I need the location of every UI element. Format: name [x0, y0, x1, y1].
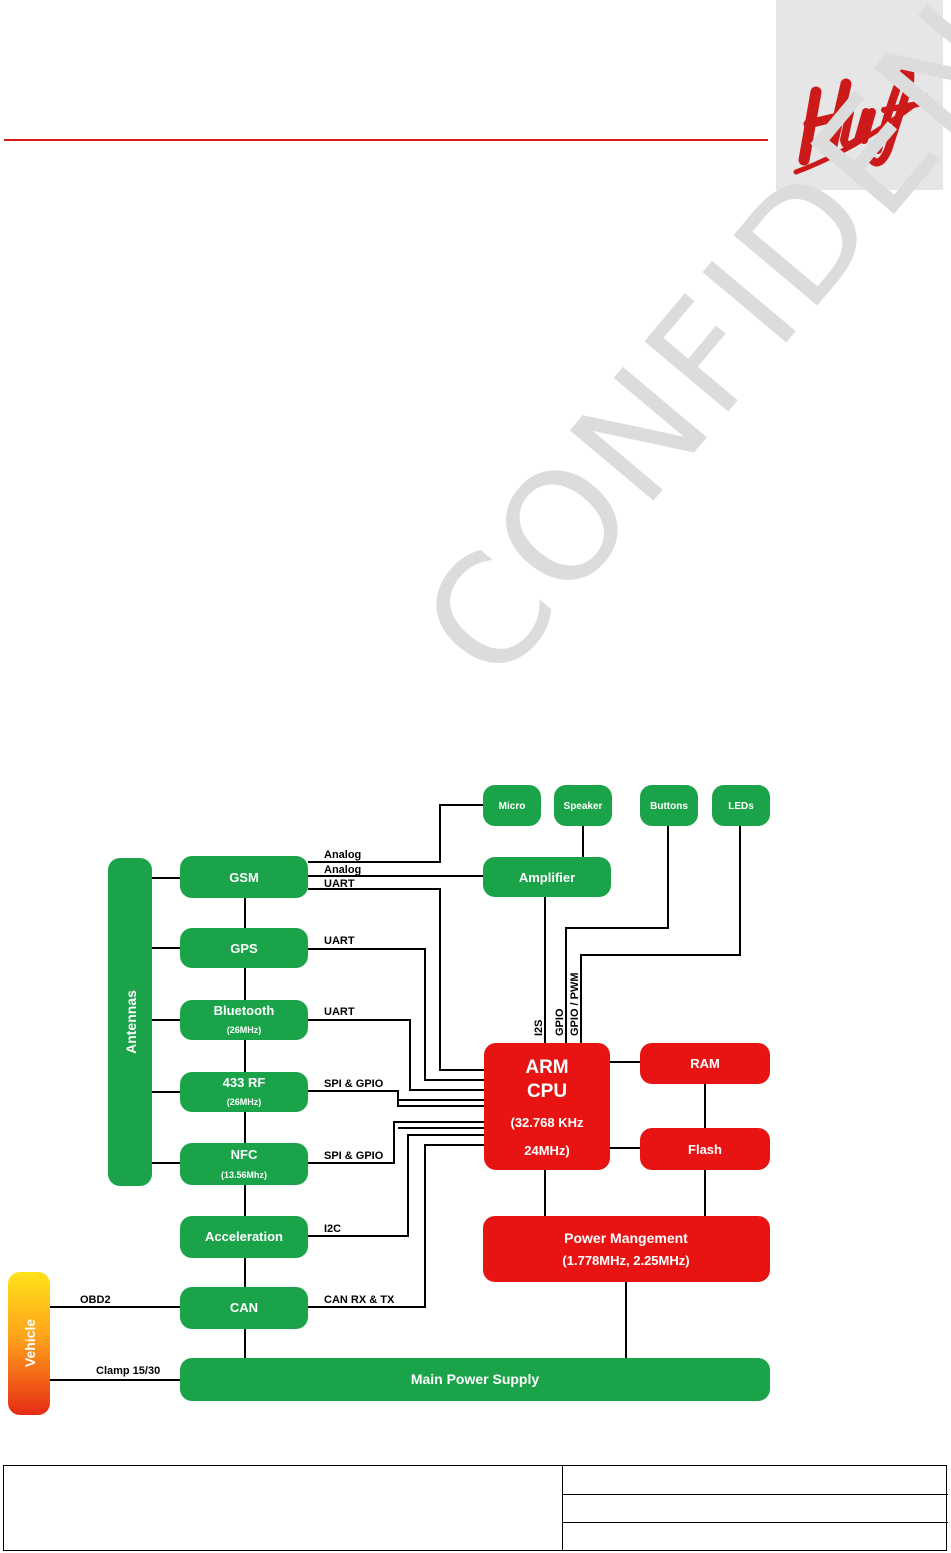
- vehicle-label: Vehicle: [22, 1319, 38, 1367]
- footer-row-2: [562, 1494, 948, 1523]
- rf433-freq: (26MHz): [227, 1097, 262, 1107]
- footer-row-3: [562, 1522, 948, 1550]
- gsm-label: GSM: [229, 870, 259, 885]
- amplifier-label: Amplifier: [519, 870, 575, 885]
- label-i2s: I2S: [533, 1019, 545, 1036]
- header-rule: [4, 139, 768, 141]
- buttons-label: Buttons: [650, 801, 688, 812]
- label-can-rxtx: CAN RX & TX: [324, 1294, 395, 1306]
- cpu-line-1: ARM: [525, 1057, 568, 1078]
- gsm-block: [180, 856, 308, 898]
- power-mgmt-line-2: (1.778MHz, 2.25MHz): [562, 1253, 689, 1268]
- acceleration-label: Acceleration: [205, 1229, 283, 1244]
- flash-label: Flash: [688, 1142, 722, 1157]
- footer-table: [3, 1465, 948, 1551]
- footer-left-cell: [4, 1466, 563, 1550]
- nfc-label: NFC: [231, 1147, 258, 1162]
- cpu-line-2: CPU: [527, 1081, 567, 1102]
- leds-block: [712, 785, 770, 826]
- can-label: CAN: [230, 1300, 258, 1315]
- label-gsm-analog-1: Analog: [324, 849, 361, 861]
- speaker-label: Speaker: [564, 801, 603, 812]
- acceleration-block: [180, 1216, 308, 1258]
- antennas-label: Antennas: [123, 990, 139, 1054]
- label-bt-uart: UART: [324, 1006, 355, 1018]
- main-power-block: [180, 1358, 770, 1401]
- label-rf-spi: SPI & GPIO: [324, 1078, 384, 1090]
- connection-lines: [50, 804, 741, 1381]
- label-gsm-analog-2: Analog: [324, 864, 361, 876]
- label-acc-i2c: I2C: [324, 1223, 341, 1235]
- amplifier-block: [483, 857, 611, 897]
- label-gpio: GPIO: [554, 1008, 566, 1036]
- bluetooth-freq: (26MHz): [227, 1025, 262, 1035]
- main-power-label: Main Power Supply: [411, 1371, 540, 1387]
- speaker-block: [554, 785, 612, 826]
- vehicle-block: [8, 1272, 50, 1415]
- power-mgmt-line-1: Power Mangement: [564, 1230, 688, 1246]
- label-obd2: OBD2: [80, 1294, 111, 1306]
- flash-block: [640, 1128, 770, 1170]
- buttons-block: [640, 785, 698, 826]
- nfc-freq: (13.56Mhz): [221, 1170, 267, 1180]
- rf433-block: [180, 1072, 308, 1112]
- label-gpio-pwm: GPIO / PWM: [569, 972, 581, 1036]
- micro-block: [483, 785, 541, 826]
- gps-block: [180, 928, 308, 968]
- gps-label: GPS: [230, 941, 258, 956]
- leds-label: LEDs: [728, 801, 754, 812]
- huf-logo-mark: [793, 65, 929, 175]
- micro-label: Micro: [499, 801, 526, 812]
- huf-logo: [776, 0, 943, 190]
- label-gps-uart: UART: [324, 935, 355, 947]
- label-clamp: Clamp 15/30: [96, 1365, 160, 1377]
- bluetooth-label: Bluetooth: [214, 1003, 275, 1018]
- nfc-block: [180, 1143, 308, 1185]
- rf433-label: 433 RF: [223, 1075, 266, 1090]
- power-management-block: [483, 1216, 770, 1282]
- antennas-block: [108, 858, 152, 1186]
- cpu-line-3: (32.768 KHz: [511, 1115, 584, 1130]
- footer-row-1: [562, 1466, 948, 1495]
- cpu-line-4: 24MHz): [524, 1143, 570, 1158]
- can-block: [180, 1287, 308, 1329]
- ram-block: [640, 1043, 770, 1084]
- ram-label: RAM: [690, 1056, 720, 1071]
- label-gsm-uart: UART: [324, 878, 355, 890]
- label-nfc-spi: SPI & GPIO: [324, 1150, 384, 1162]
- arm-cpu-block: [484, 1043, 610, 1170]
- bluetooth-block: [180, 1000, 308, 1040]
